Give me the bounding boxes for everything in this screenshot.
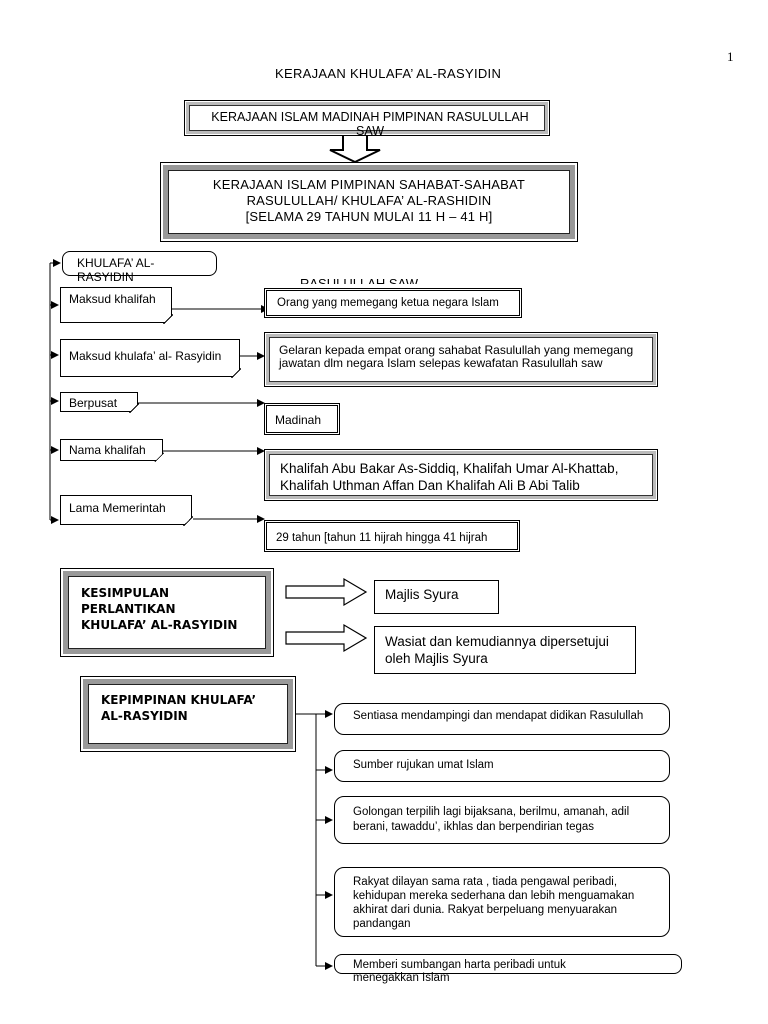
top-box: KERAJAAN ISLAM MADINAH PIMPINAN RASULULL… xyxy=(184,100,550,138)
branch-label: KHULAFA’ AL-RASYIDIN xyxy=(77,256,155,284)
right-block-arrow-2 xyxy=(285,623,368,653)
branch-lama-memerintah: Lama Memerintah xyxy=(60,495,193,526)
branch-label: Maksud khulafa’ al- Rasyidin xyxy=(69,349,222,363)
detail-maksud-khulafa: Gelaran kepada empat orang sahabat Rasul… xyxy=(264,332,658,387)
kepimpinan-item-text: Rakyat dilayan sama rata , tiada pengawa… xyxy=(353,876,635,930)
detail-text: Khalifah Abu Bakar As-Siddiq, Khalifah U… xyxy=(280,461,619,493)
kepimpinan-item: Golongan terpilih lagi bijaksana, berilm… xyxy=(334,796,670,844)
kesimpulan-item-majlis-syura: Majlis Syura xyxy=(374,580,499,614)
stray-text: RASULULLAH SAW xyxy=(300,276,418,291)
kepimpinan-item-text: Sumber rujukan umat Islam xyxy=(353,759,494,771)
branch-khulafa: KHULAFA’ AL-RASYIDIN xyxy=(62,251,217,284)
detail-nama-khalifah: Khalifah Abu Bakar As-Siddiq, Khalifah U… xyxy=(264,449,658,501)
right-block-arrow-1 xyxy=(285,577,368,607)
kepimpinan-item-text: Sentiasa mendampingi dan mendapat didika… xyxy=(353,710,644,722)
detail-berpusat: Madinah xyxy=(264,403,340,435)
kepimpinan-item-text: Memberi sumbangan harta peribadi untuk m… xyxy=(353,959,566,984)
kesimpulan-title: KESIMPULAN PERLANTIKAN KHULAFA’ AL-RASYI… xyxy=(81,586,238,632)
page-number: 1 xyxy=(727,49,734,64)
kepimpinan-item: Sentiasa mendampingi dan mendapat didika… xyxy=(334,703,670,735)
branch-label: Lama Memerintah xyxy=(69,501,166,515)
main-box-line1: KERAJAAN ISLAM PIMPINAN SAHABAT-SAHABAT xyxy=(212,177,526,192)
kepimpinan-box: KEPIMPINAN KHULAFA’ AL-RASYIDIN xyxy=(80,676,296,752)
kepimpinan-item: Memberi sumbangan harta peribadi untuk m… xyxy=(334,954,682,984)
kesimpulan-box: KESIMPULAN PERLANTIKAN KHULAFA’ AL-RASYI… xyxy=(60,568,274,657)
main-box-line3: [SELAMA 29 TAHUN MULAI 11 H – 41 H] xyxy=(245,209,493,224)
kesimpulan-item-wasiat: Wasiat dan kemudiannya dipersetujui oleh… xyxy=(374,626,636,674)
kepimpinan-item: Rakyat dilayan sama rata , tiada pengawa… xyxy=(334,867,670,937)
detail-maksud-khalifah: Orang yang memegang ketua negara Islam xyxy=(264,288,522,318)
page-title: KERAJAAN KHULAFA’ AL-RASYIDIN xyxy=(275,66,502,81)
top-box-text: KERAJAAN ISLAM MADINAH PIMPINAN RASULULL… xyxy=(211,110,529,138)
branch-berpusat: Berpusat xyxy=(60,392,139,413)
main-box-line2: RASULULLAH/ KHULAFA’ AL-RASHIDIN xyxy=(246,193,492,208)
branch-label: Berpusat xyxy=(69,396,118,410)
detail-text: 29 tahun [tahun 11 hijrah hingga 41 hijr… xyxy=(276,532,488,544)
branch-nama-khalifah: Nama khalifah xyxy=(60,439,164,462)
kesimpulan-item-text: Majlis Syura xyxy=(385,587,459,602)
branch-label: Maksud khalifah xyxy=(69,292,156,306)
kepimpinan-title: KEPIMPINAN KHULAFA’ AL-RASYIDIN xyxy=(101,693,257,723)
kepimpinan-item-text: Golongan terpilih lagi bijaksana, berilm… xyxy=(353,806,630,833)
down-block-arrow xyxy=(329,134,381,164)
detail-lama-memerintah: 29 tahun [tahun 11 hijrah hingga 41 hijr… xyxy=(264,520,520,552)
detail-text: Madinah xyxy=(275,413,322,427)
detail-text: Orang yang memegang ketua negara Islam xyxy=(277,297,499,309)
branch-maksud-khalifah: Maksud khalifah xyxy=(60,287,173,324)
kepimpinan-item: Sumber rujukan umat Islam xyxy=(334,750,670,782)
detail-text: Gelaran kepada empat orang sahabat Rasul… xyxy=(279,343,634,370)
branch-maksud-khulafa: Maksud khulafa’ al- Rasyidin xyxy=(60,339,241,378)
main-box: KERAJAAN ISLAM PIMPINAN SAHABAT-SAHABAT … xyxy=(160,162,578,242)
kesimpulan-item-text: Wasiat dan kemudiannya dipersetujui oleh… xyxy=(385,634,609,666)
branch-label: Nama khalifah xyxy=(69,443,146,457)
